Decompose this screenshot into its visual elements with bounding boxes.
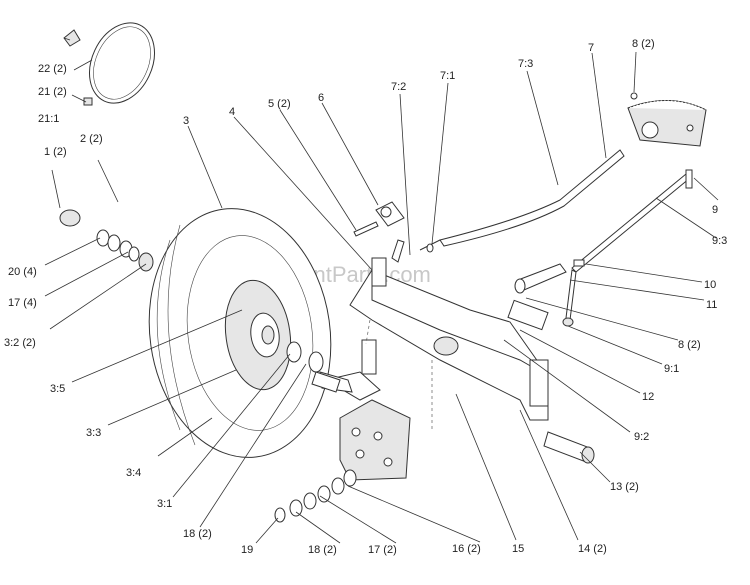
callout-7-1: 7:1 <box>440 70 455 82</box>
callout-7: 7 <box>588 42 594 54</box>
callout-3-4: 3:4 <box>126 467 141 479</box>
callout-8-mid: 8 (2) <box>678 339 701 351</box>
callout-4: 4 <box>229 106 235 118</box>
callout-15: 15 <box>512 543 524 555</box>
callout-21-1: 21:1 <box>38 113 59 125</box>
callout-labels: 22 (2) 21 (2) 21:1 1 (2) 2 (2) 3 4 5 (2)… <box>4 38 727 556</box>
callout-20: 20 (4) <box>8 266 37 278</box>
callout-3: 3 <box>183 115 189 127</box>
tie-rod <box>562 169 693 327</box>
wheel-washers <box>286 341 341 393</box>
callout-3-1: 3:1 <box>157 498 172 510</box>
callout-2: 2 (2) <box>80 133 103 145</box>
drag-link <box>391 149 625 263</box>
steering-arm <box>514 259 585 294</box>
front-axle <box>349 257 549 421</box>
callout-8-top: 8 (2) <box>632 38 655 50</box>
callout-9-1: 9:1 <box>664 363 679 375</box>
callout-9-3: 9:3 <box>712 235 727 247</box>
callout-10: 10 <box>704 279 716 291</box>
callout-7-3: 7:3 <box>518 58 533 70</box>
callout-1: 1 (2) <box>44 146 67 158</box>
callout-17-bottom: 17 (2) <box>368 544 397 556</box>
pivot-bolt <box>353 201 405 237</box>
callout-19: 19 <box>241 544 253 556</box>
callout-16: 16 (2) <box>452 543 481 555</box>
callout-3-3: 3:3 <box>86 427 101 439</box>
callout-3-2: 3:2 (2) <box>4 337 36 349</box>
callout-11: 11 <box>706 299 717 311</box>
callout-9: 9 <box>712 204 718 216</box>
callout-18-left: 18 (2) <box>183 528 212 540</box>
steering-sector-gear <box>627 92 707 147</box>
callout-21: 21 (2) <box>38 86 67 98</box>
bottom-washers <box>274 469 357 523</box>
callout-17-left: 17 (4) <box>8 297 37 309</box>
spindle <box>507 299 595 464</box>
callout-12: 12 <box>642 391 654 403</box>
callout-22: 22 (2) <box>38 63 67 75</box>
callout-14: 14 (2) <box>578 543 607 555</box>
callout-6: 6 <box>318 92 324 104</box>
axle-bushing-and-washers <box>59 209 154 272</box>
axle-bracket-plate <box>339 399 411 481</box>
leader-lines <box>44 37 719 544</box>
callout-9-2: 9:2 <box>634 431 649 443</box>
callout-7-2: 7:2 <box>391 81 406 93</box>
callout-5: 5 (2) <box>268 98 291 110</box>
callout-13: 13 (2) <box>610 481 639 493</box>
hub-cap <box>63 22 155 106</box>
callout-3-5: 3:5 <box>50 383 65 395</box>
steering-assembly-drawing <box>59 22 707 523</box>
wheel-tire <box>148 208 332 458</box>
callout-18-bottom: 18 (2) <box>308 544 337 556</box>
